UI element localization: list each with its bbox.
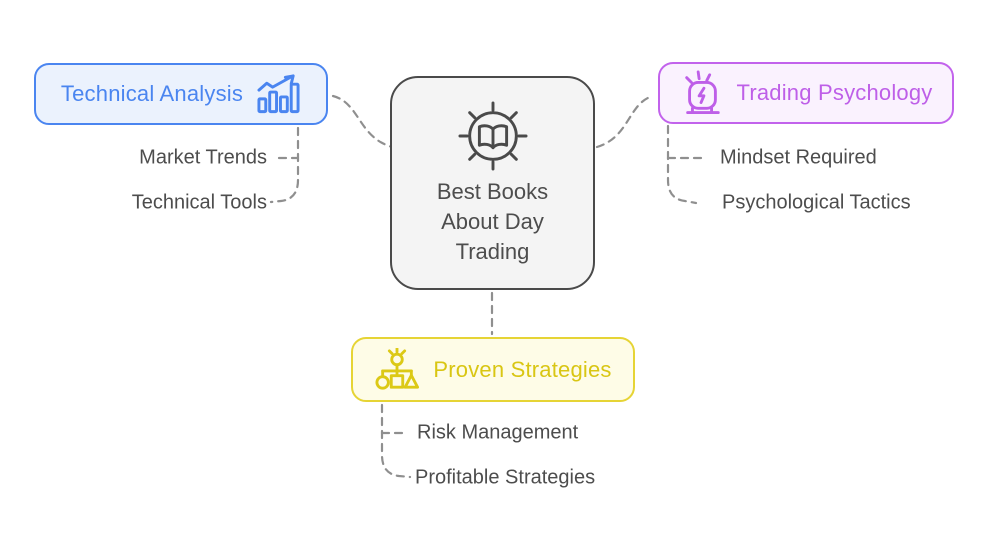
edge-ta-children-spine [269,126,300,204]
idea-org-chart-icon [375,347,420,390]
branch-label-technical-analysis: Technical Analysis [60,81,244,106]
branch-node-proven-strategies: Proven Strategies [351,337,635,402]
bar-chart-trend-icon [257,74,300,114]
child-label-psychological-tactics: Psychological Tactics [722,191,911,214]
book-clock-icon [457,101,528,171]
branch-label-proven-strategies: Proven Strategies [433,356,612,382]
edge-ps-children-spine [380,403,412,479]
child-label-technical-tools: Technical Tools [131,191,267,214]
child-label-profitable-strategies: Profitable Strategies [415,466,596,489]
edge-center-to-technical-analysis [331,94,394,149]
center-node-label: Best Books About Day Trading [436,179,549,264]
branch-node-technical-analysis: Technical Analysis [34,63,328,125]
center-node: Best Books About Day Trading [390,76,595,290]
child-label-market-trends: Market Trends [139,146,267,169]
child-label-risk-management: Risk Management [417,421,579,444]
branch-label-trading-psychology: Trading Psychology [736,80,933,105]
raised-fist-energy-icon [684,70,720,115]
branch-node-trading-psychology: Trading Psychology [658,62,954,124]
edge-center-to-trading-psychology [595,94,655,149]
edge-tp-children-spine [666,124,698,205]
child-label-mindset-required: Mindset Required [720,146,877,169]
